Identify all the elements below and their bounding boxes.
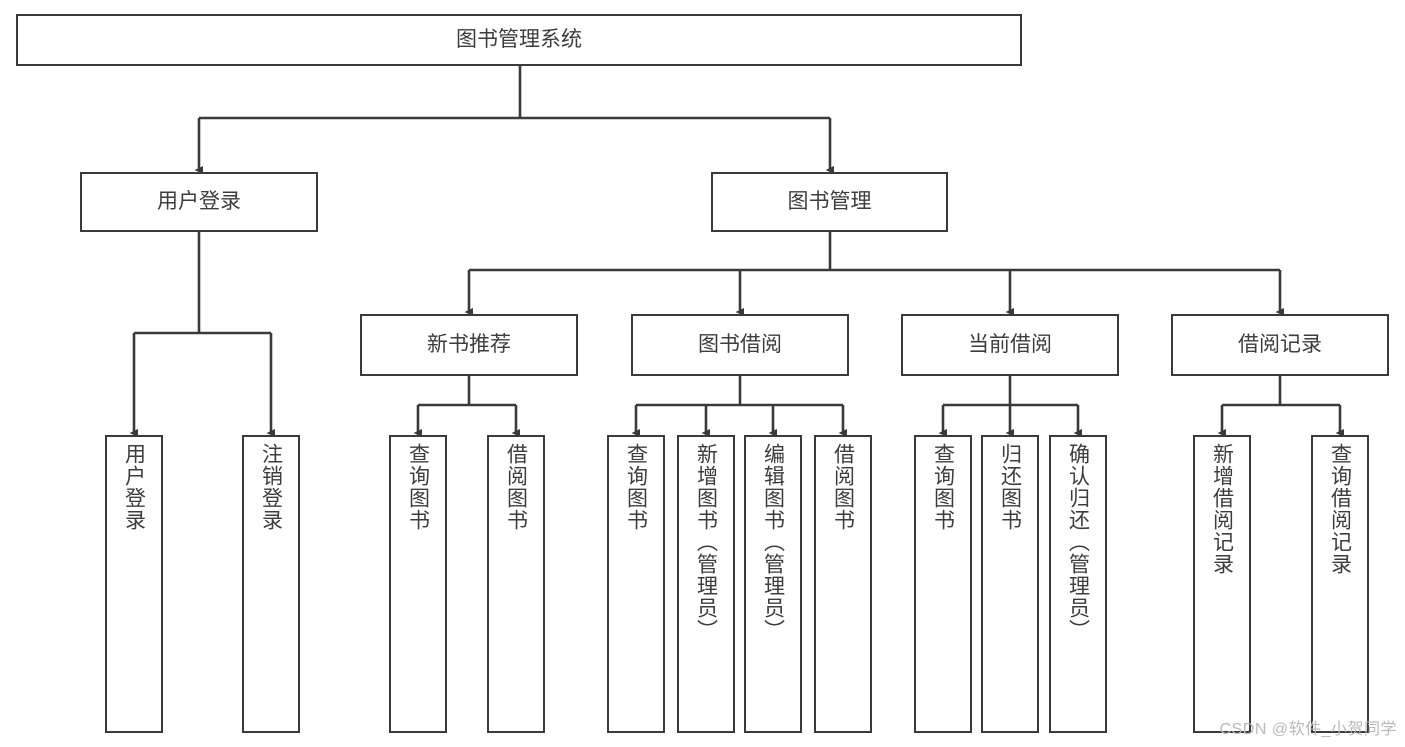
node-label: 查询图书 (406, 443, 430, 531)
leaf-node-借阅图书-3[interactable]: 借阅图书 (487, 435, 545, 733)
leaf-node-编辑图书管理员-6[interactable]: 编辑图书（管理员） (744, 435, 802, 733)
node-label: 查询图书 (931, 443, 955, 531)
node-label: 借阅记录 (1238, 332, 1322, 356)
leaf-node-新增借阅记录-11[interactable]: 新增借阅记录 (1193, 435, 1251, 733)
level3-node-当前借阅-2[interactable]: 当前借阅 (901, 314, 1119, 376)
node-label: 图书管理系统 (456, 27, 582, 51)
node-label: 注销登录 (259, 443, 283, 531)
leaf-node-新增图书管理员-5[interactable]: 新增图书（管理员） (677, 435, 735, 733)
node-label: 图书管理 (787, 189, 872, 213)
leaf-node-查询图书-8[interactable]: 查询图书 (914, 435, 972, 733)
leaf-node-归还图书-9[interactable]: 归还图书 (981, 435, 1039, 733)
node-label: 用户登录 (122, 443, 146, 531)
node-label: 查询图书 (624, 443, 648, 531)
leaf-node-查询借阅记录-12[interactable]: 查询借阅记录 (1311, 435, 1369, 733)
node-label: 确认归还（管理员） (1066, 443, 1090, 641)
leaf-node-查询图书-2[interactable]: 查询图书 (389, 435, 447, 733)
node-label: 借阅图书 (504, 443, 528, 531)
root-node-图书管理系统[interactable]: 图书管理系统 (16, 14, 1022, 66)
leaf-node-确认归还管理员-10[interactable]: 确认归还（管理员） (1049, 435, 1107, 733)
node-label: 新书推荐 (427, 332, 511, 356)
level3-node-图书借阅-1[interactable]: 图书借阅 (631, 314, 849, 376)
leaf-node-借阅图书-7[interactable]: 借阅图书 (814, 435, 872, 733)
node-label: 新增借阅记录 (1210, 443, 1234, 575)
node-label: 编辑图书（管理员） (761, 443, 785, 641)
node-label: 图书借阅 (698, 332, 782, 356)
watermark-text: CSDN @软件_小贺同学 (1219, 721, 1397, 738)
level2-node-图书管理-1[interactable]: 图书管理 (711, 172, 948, 232)
node-label: 归还图书 (998, 443, 1022, 531)
leaf-node-用户登录-0[interactable]: 用户登录 (105, 435, 163, 733)
leaf-node-查询图书-4[interactable]: 查询图书 (607, 435, 665, 733)
level3-node-新书推荐-0[interactable]: 新书推荐 (360, 314, 578, 376)
node-label: 借阅图书 (831, 443, 855, 531)
node-label: 用户登录 (157, 189, 241, 213)
level2-node-用户登录-0[interactable]: 用户登录 (80, 172, 318, 232)
level3-node-借阅记录-3[interactable]: 借阅记录 (1171, 314, 1389, 376)
node-label: 当前借阅 (968, 332, 1052, 356)
leaf-node-注销登录-1[interactable]: 注销登录 (242, 435, 300, 733)
node-label: 查询借阅记录 (1328, 443, 1352, 575)
node-label: 新增图书（管理员） (694, 443, 718, 641)
